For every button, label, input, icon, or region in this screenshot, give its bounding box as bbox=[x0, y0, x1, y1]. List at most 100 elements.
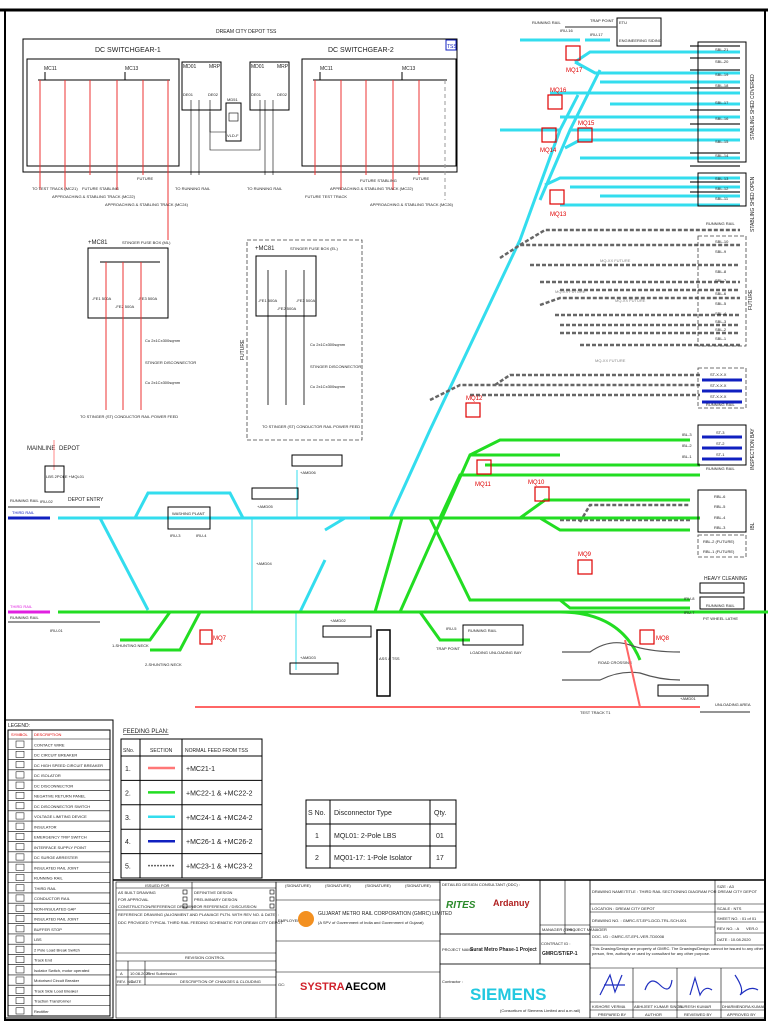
role-label: PREPARED BY bbox=[598, 1012, 626, 1017]
tss-section: DREAM CITY DEPOT TSS TSS DC SWITCHGEAR-1… bbox=[22, 29, 458, 240]
legend-description: Track End bbox=[34, 958, 52, 963]
issued-option: PRELIMINARY DESIGN bbox=[194, 897, 238, 902]
sbl-label: SBL-5 bbox=[715, 301, 727, 306]
issued-option: FOR APPROVAL bbox=[118, 897, 149, 902]
shunting-neck-2-label: 2-SHUNTING NECK bbox=[145, 662, 182, 667]
legend-description: INSULATOR bbox=[34, 824, 57, 829]
ibl-label: IBL bbox=[750, 522, 756, 530]
disconnector-label: STINGER DISCONNECTOR bbox=[145, 360, 196, 365]
trap-point-label: TRAP POINT bbox=[590, 18, 614, 23]
cable-label: Cu 2x1Cx300sqmm bbox=[145, 380, 181, 385]
legend-row: THIRD RAIL bbox=[15, 884, 57, 892]
legend-symbol-icon bbox=[15, 1007, 25, 1015]
md-label: MQ11 bbox=[475, 482, 492, 488]
scale: SCALE : NTS bbox=[717, 906, 742, 911]
sbl-label: SBL-19 bbox=[715, 72, 729, 77]
inspection-box bbox=[697, 424, 747, 466]
legend-header-symbol: SYMBOL bbox=[11, 732, 28, 737]
de01-label-2: DE01 bbox=[251, 92, 262, 97]
legend-description: Track Side Load Breaker bbox=[34, 988, 79, 993]
sbl-label: SBL-17 bbox=[715, 100, 729, 105]
rbl-label: RBL-3 bbox=[714, 525, 726, 530]
amd-label: +AMD01 bbox=[680, 696, 696, 701]
md-future-label: MQ-XX FUTURE bbox=[600, 258, 631, 263]
de02-label: DE02 bbox=[208, 92, 219, 97]
contractor-sub: (Consortium of Siemens Limited and a.m.r… bbox=[500, 1008, 581, 1013]
legend-description: CONDUCTOR RAIL bbox=[34, 896, 71, 901]
legend-symbol-icon bbox=[15, 986, 25, 994]
feeder-label: APPROACHING & STABLING TRACK (MC22) bbox=[330, 186, 414, 191]
vld-label: VLD-F bbox=[227, 133, 239, 138]
fuse-label: -FE3 500A bbox=[138, 296, 157, 301]
iru-label: IRU-7 bbox=[684, 610, 695, 615]
issued-for-label: ISSUED FOR bbox=[145, 883, 170, 888]
stabling-open-label: STABLING SHED OPEN bbox=[750, 176, 756, 232]
legend-description: DC DISCONNECTOR bbox=[34, 783, 73, 788]
md01-left: MD01 bbox=[183, 64, 197, 70]
legend-symbol-icon bbox=[15, 894, 25, 902]
fp-feed: +MC24-1 & +MC24-2 bbox=[186, 815, 253, 822]
iru-label: IRU-01 bbox=[50, 628, 63, 633]
rbl-future-box bbox=[697, 534, 747, 558]
fp-feed: +MC22-1 & +MC22-2 bbox=[186, 790, 253, 797]
rbl-label: RBL-4 bbox=[714, 515, 726, 520]
md-future-label: MQ-XX FUTURE bbox=[595, 358, 626, 363]
feeder-label: TO RUNNING RAIL bbox=[247, 186, 283, 191]
legend-row: Track End bbox=[15, 956, 52, 963]
legend-row: DC SURGE ARRESTER bbox=[15, 853, 78, 861]
stabling-covered-box bbox=[697, 41, 747, 163]
breaker-mc11-sg1: MC11 bbox=[44, 66, 57, 72]
loading-bay-label: LOADING UNLOADING BAY bbox=[470, 650, 522, 655]
project-name: Surat Metro Phase-1 Project bbox=[470, 947, 537, 953]
legend-symbol-icon bbox=[15, 822, 25, 830]
rev-no-field: REV NO. : A bbox=[717, 926, 740, 931]
md-future-label: MQ-XX FUTURE bbox=[615, 298, 646, 303]
legend-description: EMERGENCY TRIP SWITCH bbox=[34, 835, 87, 840]
future-label: FUTURE bbox=[748, 289, 754, 310]
shunting-neck-1-label: 1-SHUNTING NECK bbox=[112, 643, 149, 648]
legend-symbol-icon bbox=[15, 740, 25, 748]
rev-desc: First Submission bbox=[147, 971, 177, 976]
legend-description: LBS bbox=[34, 937, 42, 942]
dt-header-type: Disconnector Type bbox=[334, 810, 392, 817]
rev-header: DATE bbox=[131, 979, 142, 984]
fp-feed: +MC26-1 & +MC26-2 bbox=[186, 839, 253, 846]
signatures bbox=[599, 973, 759, 997]
bl-label: IBL-1 bbox=[682, 454, 692, 459]
washing-plant-label: WASHING PLANT bbox=[172, 511, 206, 516]
legend-symbol-icon bbox=[15, 976, 25, 984]
legend-symbol-icon bbox=[15, 966, 25, 974]
ass-label: ASS & TSS bbox=[379, 656, 400, 661]
legend-row: 2 Pole Load Break Switch bbox=[15, 945, 80, 953]
revision-control-label: REVISION CONTROL bbox=[185, 955, 226, 960]
sbl-label: SBL-2 bbox=[715, 327, 727, 332]
third-rail-label: THIRD RAIL bbox=[12, 510, 35, 515]
stinger-box-label: STINGER FUSE BOX (ML) bbox=[122, 240, 171, 245]
sbl-label: SBL-11 bbox=[715, 196, 729, 201]
issued-option: DEFINITIVE DESIGN bbox=[194, 890, 233, 895]
legend-row: NON-INSULATED GAP bbox=[15, 904, 76, 912]
reference-label: REFERENCE DRAWING (ALIGNMENT AND PLAN/AC… bbox=[118, 912, 279, 917]
legend-symbol-icon bbox=[15, 812, 25, 820]
de01-label: DE01 bbox=[183, 92, 194, 97]
sbl-label: SBL-15 bbox=[715, 139, 729, 144]
feeding-plan-row: 3.+MC24-1 & +MC24-2 bbox=[125, 815, 253, 822]
signature-label: (SIGNATURE) bbox=[405, 883, 431, 888]
issued-option: CONSTRUCTION/REFERENCE DRAWING bbox=[118, 904, 196, 909]
role-label: AUTHOR bbox=[645, 1012, 662, 1017]
md-label: MQ14 bbox=[540, 148, 557, 154]
legend-symbol-icon bbox=[15, 761, 25, 769]
switchgear-1-title: DC SWITCHGEAR-1 bbox=[95, 47, 161, 54]
reviewer-name: SURESH KUMAR bbox=[679, 1004, 711, 1009]
ver: VER-0 bbox=[746, 926, 759, 931]
sbl-label: SBL-18 bbox=[715, 83, 729, 88]
md-label: MQ7 bbox=[213, 636, 227, 642]
de02-label-2: DE02 bbox=[277, 92, 288, 97]
gc-label: GC: bbox=[278, 982, 285, 987]
sbl-label: SBL-13 bbox=[715, 176, 729, 181]
legend-row: Traction Transformer bbox=[15, 997, 72, 1004]
future-stabling-box bbox=[697, 235, 747, 347]
inspection-bay-label: INSPECTION BAY bbox=[750, 428, 756, 470]
rbl-label: RBL-1 (FUTURE) bbox=[703, 549, 735, 554]
rev-header: REV. NO. bbox=[117, 979, 134, 984]
